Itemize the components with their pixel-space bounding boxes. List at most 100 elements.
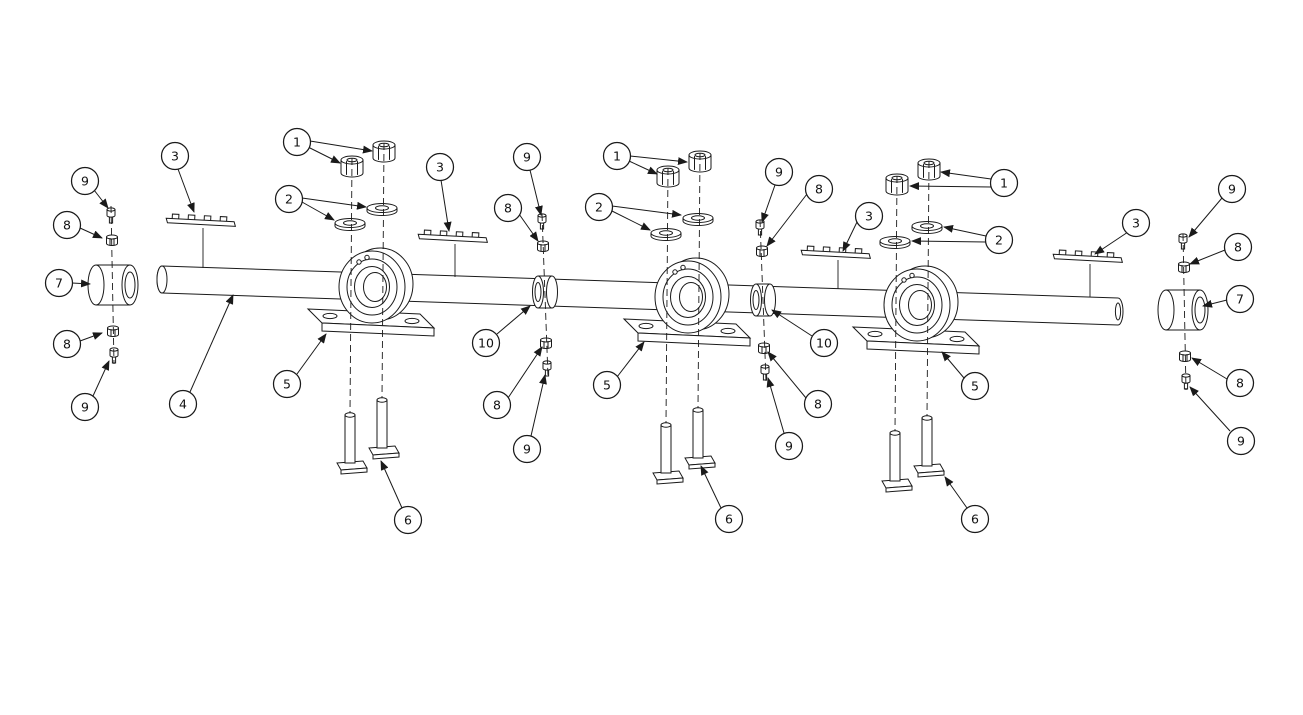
leader-line: [380, 460, 403, 509]
leader-line: [496, 305, 531, 335]
balloon-number: 5: [283, 377, 291, 392]
callout-balloon-9: 9: [70, 392, 100, 422]
balloon-number: 3: [436, 160, 444, 175]
balloon-number: 6: [971, 512, 979, 527]
centerline: [697, 152, 701, 409]
callout-balloons: 9 8 7 8 9 3 4 1 2 3 5 6 9 8 10 8 9 1 2 5…: [44, 127, 1256, 535]
leader-line: [941, 351, 965, 379]
leader-line: [842, 221, 858, 252]
balloon-number: 2: [595, 200, 603, 215]
leader-line: [629, 155, 688, 166]
leader-line: [1189, 249, 1226, 265]
balloon-number: 8: [814, 397, 822, 412]
callout-balloon-6: 6: [960, 504, 990, 534]
leader-line: [440, 179, 452, 232]
washer: [682, 213, 714, 226]
mounting-stud: [913, 415, 945, 478]
leader-line: [943, 224, 987, 237]
callout-balloon-9: 9: [70, 166, 100, 196]
callout-balloon-9: 9: [774, 431, 804, 461]
leader-line: [518, 213, 539, 242]
clamp-bar-2: [417, 229, 489, 243]
callout-balloon-5: 5: [592, 370, 622, 400]
clamp-bar-1: [165, 213, 237, 227]
callout-balloon-2: 2: [274, 184, 304, 214]
callout-balloon-5: 5: [272, 369, 302, 399]
balloon-number: 3: [865, 209, 873, 224]
balloon-number: 9: [785, 439, 793, 454]
leader-line: [177, 168, 195, 213]
balloon-number: 10: [478, 336, 494, 351]
mounting-stud: [336, 412, 368, 475]
set-bolt: [542, 360, 552, 377]
clamp-bar-4: [1052, 249, 1124, 263]
callout-balloon-10: 10: [471, 328, 501, 358]
callout-balloon-8: 8: [52, 329, 82, 359]
balloon-number: 2: [285, 192, 293, 207]
leader-line: [92, 360, 110, 397]
mounting-stud: [652, 422, 684, 485]
callout-balloon-9: 9: [512, 142, 542, 172]
balloon-number: 8: [504, 201, 512, 216]
callout-balloon-4: 4: [168, 389, 198, 419]
balloon-number: 9: [81, 400, 89, 415]
centerline: [665, 167, 669, 424]
leader-line: [71, 279, 91, 288]
centerline: [349, 157, 353, 414]
balloon-number: 5: [603, 378, 611, 393]
leader-line: [767, 351, 807, 399]
callout-balloon-2: 2: [984, 225, 1014, 255]
leader-line: [1188, 197, 1223, 238]
centerline: [381, 142, 385, 399]
balloon-number: 7: [1236, 292, 1244, 307]
callout-balloon-6: 6: [393, 505, 423, 535]
balloon-number: 1: [1000, 176, 1008, 191]
centerlines: [110, 142, 1187, 432]
leader-line: [307, 146, 341, 164]
shaft-left-end-face: [156, 265, 168, 294]
balloon-number: 8: [63, 218, 71, 233]
callout-balloon-1: 1: [989, 168, 1019, 198]
balloon-number: 3: [1132, 216, 1140, 231]
leader-line: [766, 377, 785, 434]
callout-balloon-5: 5: [960, 371, 990, 401]
balloon-number: 6: [725, 512, 733, 527]
balloon-number: 1: [293, 135, 301, 150]
callout-balloon-10: 10: [809, 328, 839, 358]
shaft: [156, 265, 1124, 326]
centerline: [1182, 233, 1187, 391]
callout-balloon-8: 8: [1225, 368, 1255, 398]
end-collar-right: [1157, 289, 1209, 331]
callout-balloon-9: 9: [1226, 426, 1256, 456]
centerline: [110, 205, 115, 365]
callout-balloon-3: 3: [425, 152, 455, 182]
washer: [366, 203, 398, 216]
balloon-number: 8: [1234, 240, 1242, 255]
callout-balloon-8: 8: [482, 390, 512, 420]
leader-line: [301, 201, 335, 221]
balloon-number: 9: [523, 150, 531, 165]
balloon-number: 9: [775, 165, 783, 180]
washer: [879, 236, 911, 249]
shaft-right-bore: [1114, 302, 1122, 321]
leader-line: [79, 332, 103, 342]
callout-balloon-9: 9: [764, 157, 794, 187]
balloon-number: 8: [1236, 376, 1244, 391]
shaft-body: [156, 265, 1124, 326]
callout-balloon-8: 8: [1223, 232, 1253, 262]
clamp-bar-3: [800, 245, 872, 259]
callout-balloon-7: 7: [1225, 284, 1255, 314]
centerline: [926, 160, 930, 417]
leader-line: [189, 294, 234, 393]
leader-line: [628, 160, 658, 175]
leader-line: [761, 184, 776, 223]
leader-lines: [71, 140, 1231, 509]
leader-line: [1191, 357, 1228, 380]
callout-balloon-6: 6: [714, 504, 744, 534]
leader-line: [766, 193, 808, 247]
leader-line: [79, 227, 103, 239]
leader-line: [1094, 231, 1129, 255]
leader-line: [529, 169, 543, 216]
centerline: [759, 219, 767, 382]
